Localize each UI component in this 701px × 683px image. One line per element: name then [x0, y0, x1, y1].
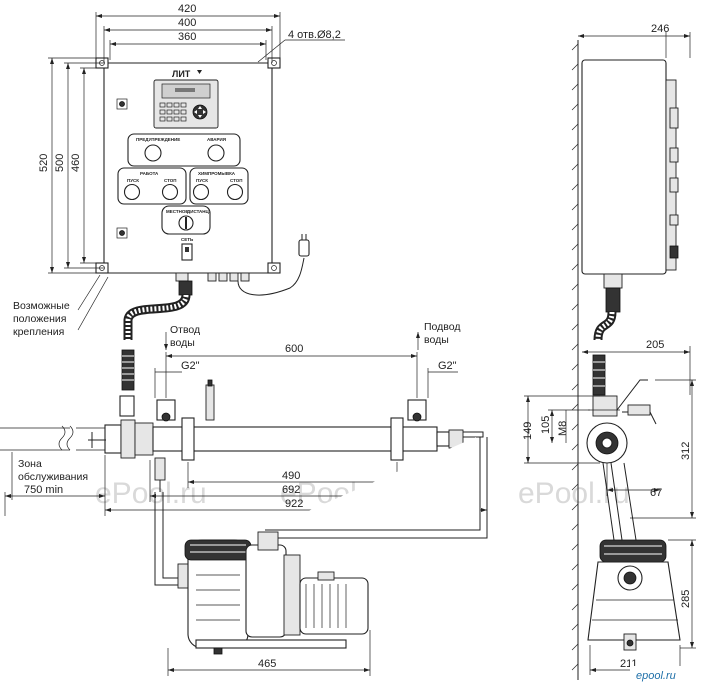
controller-unit [153, 79, 219, 129]
work-start-label: ПУСК [127, 178, 139, 183]
dim-149: 149 [522, 422, 534, 440]
hose-coupling [119, 395, 135, 417]
chem-start-button[interactable] [192, 183, 210, 201]
control-cabinet-front: ЛИТ ПРЕДУПРЕЖДЕНИЕ АВАРИЯ РАБ [95, 57, 281, 282]
outlet-label-line2: воды [170, 337, 195, 349]
work-title: РАБОТА [140, 171, 159, 176]
side-view: 246 [571, 23, 691, 680]
work-stop-label: СТОП [164, 178, 177, 183]
dim-490: 490 [282, 470, 300, 482]
cabinet-side [581, 59, 667, 275]
dim-m8: M8 [557, 421, 569, 436]
pump-motor [299, 577, 369, 635]
chem-stop-label: СТОП [230, 178, 243, 183]
dim-holes: 4 отв.Ø8,2 [288, 29, 341, 41]
uv-unit-front: Зона обслуживания [0, 379, 484, 500]
dim-285: 285 [680, 590, 692, 608]
watermark-text: ePool.ru [518, 477, 630, 510]
chem-title: ХИМПРОМЫВКА [198, 171, 236, 176]
mounting-label-line3: крепления [13, 326, 64, 338]
keypad [159, 102, 208, 122]
dim-922: 922 [285, 498, 303, 510]
flow-labels: Отвод воды Подвод воды [164, 321, 460, 350]
dim-205: 205 [646, 339, 664, 351]
dim-460: 460 [70, 154, 82, 172]
lamp-end-cap [104, 424, 122, 454]
corner-logo: epool.ru [630, 666, 700, 682]
dim-520: 520 [38, 154, 50, 172]
dim-67: 67 [650, 487, 662, 499]
mounting-label-line1: Возможные [13, 300, 70, 312]
power-plug-icon [298, 234, 310, 257]
uv-chamber-tube [152, 426, 438, 452]
dim-g2-right: G2" [438, 360, 457, 372]
flange-right [390, 417, 404, 461]
work-buttons-panel: РАБОТА ПУСК СТОП [117, 167, 187, 205]
inlet-label-line1: Подвод [424, 321, 460, 333]
warning-lamp-icon [144, 144, 162, 162]
wall-hatch [571, 43, 579, 671]
dim-400: 400 [178, 17, 196, 29]
dim-465: 465 [258, 658, 276, 670]
chem-buttons-panel: ХИМПРОМЫВКА ПУСК СТОП [189, 167, 249, 205]
outlet-label-line1: Отвод [170, 324, 200, 336]
work-stop-button[interactable] [161, 183, 179, 201]
screw-icon [116, 98, 128, 239]
indicator-label-warning: ПРЕДУПРЕЖДЕНИЕ [136, 137, 180, 142]
indicator-label-alarm: АВАРИЯ [207, 137, 226, 142]
dim-750-min: 750 min [24, 484, 63, 496]
dimension-lines-top: 420 400 360 4 отв.Ø8,2 [95, 3, 345, 63]
dim-312: 312 [680, 442, 692, 460]
pump-front [177, 531, 369, 655]
indicator-panel: ПРЕДУПРЕЖДЕНИЕ АВАРИЯ [127, 133, 241, 167]
pump-side-lid [599, 539, 667, 563]
mounting-label: Возможные положения крепления [13, 274, 109, 338]
selector-label-remote: ДИСТАНЦ. [187, 209, 210, 214]
work-start-button[interactable] [123, 183, 141, 201]
dimension-lines-pump: 465 [167, 630, 371, 676]
piping-front [154, 436, 488, 586]
zone-label-line2: обслуживания [18, 471, 88, 483]
corner-logo-text: epool.ru [636, 670, 676, 682]
inlet-label-line2: воды [424, 334, 449, 346]
pump-volute [245, 544, 287, 638]
dim-420: 420 [178, 3, 196, 15]
strainer-lid [184, 539, 252, 561]
flange-left [181, 417, 195, 461]
chem-start-label: ПУСК [196, 178, 208, 183]
dim-500: 500 [54, 154, 66, 172]
cable-glands [175, 272, 250, 282]
zone-label-line1: Зона [18, 458, 42, 470]
dim-360: 360 [178, 31, 196, 43]
pump-side-body [587, 561, 681, 641]
dimension-lines-side: 205 149 105 M8 312 67 285 211 [522, 339, 696, 675]
chem-stop-button[interactable] [226, 183, 244, 201]
brand-logo: ЛИТ [172, 69, 191, 79]
dimension-lines-left: 520 500 460 [38, 57, 104, 274]
power-cable [237, 257, 305, 296]
dim-105: 105 [540, 416, 552, 434]
corrugated-hose [121, 280, 193, 391]
dim-g2-left: G2" [181, 360, 200, 372]
brand-logo-mark-icon [197, 70, 202, 74]
dim-692: 692 [282, 484, 300, 496]
pump-base [195, 639, 347, 649]
mains-label: СЕТЬ [181, 237, 194, 242]
dim-600: 600 [285, 343, 303, 355]
uv-sensor [205, 384, 215, 421]
selector-label-local: МЕСТНОЕ [166, 209, 188, 214]
mounting-label-line2: положения [13, 313, 66, 325]
dim-246: 246 [651, 23, 669, 35]
alarm-lamp-icon [207, 144, 225, 162]
mode-selector: МЕСТНОЕ ДИСТАНЦ. [161, 205, 211, 235]
